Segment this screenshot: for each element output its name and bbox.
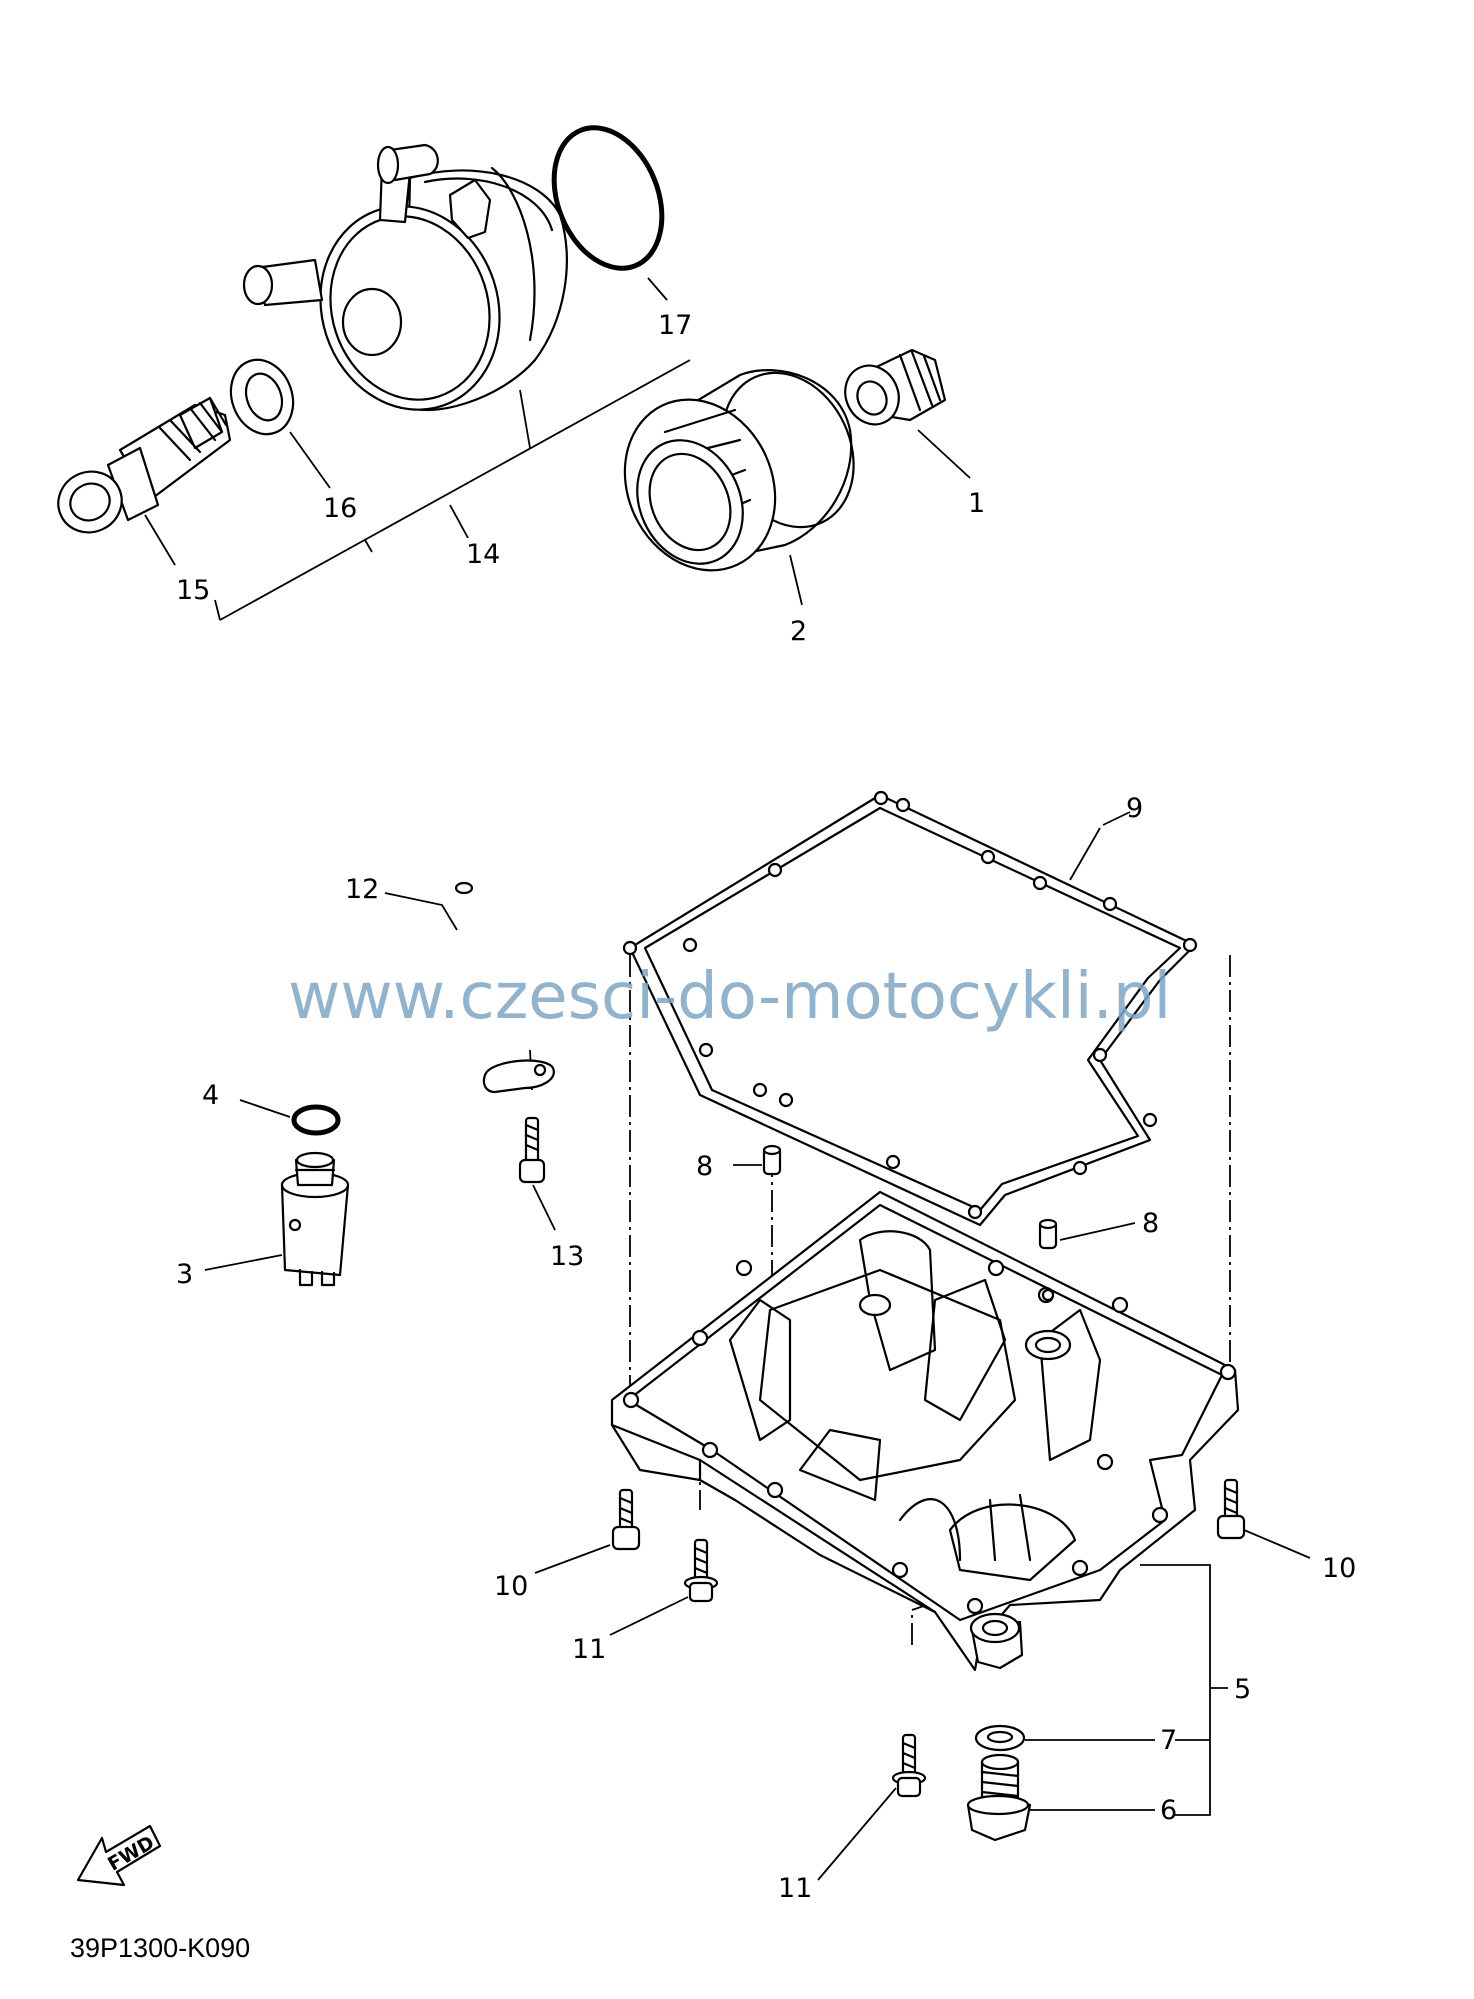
callout-15: 15 bbox=[176, 575, 210, 606]
flange-bolt-11b bbox=[891, 1733, 927, 1798]
callout-12: 12 bbox=[345, 874, 379, 905]
oil-pan-5 bbox=[610, 1190, 1240, 1672]
washer-16 bbox=[229, 358, 295, 436]
washer-7 bbox=[974, 1724, 1026, 1752]
bolt-13 bbox=[518, 1116, 546, 1184]
callout-17: 17 bbox=[658, 310, 692, 341]
fitting-1 bbox=[844, 348, 947, 426]
bottom-leaders bbox=[204, 811, 1311, 1881]
fwd-arrow-icon: FWD bbox=[76, 1824, 162, 1887]
callout-8a: 8 bbox=[696, 1151, 713, 1182]
callout-9: 9 bbox=[1126, 793, 1143, 824]
callout-11b: 11 bbox=[778, 1873, 812, 1904]
callout-7: 7 bbox=[1160, 1725, 1177, 1756]
gasket-holes bbox=[622, 790, 1198, 1220]
top-leaders bbox=[144, 277, 971, 621]
dowel-pin-8b bbox=[1038, 1218, 1058, 1250]
callout-6: 6 bbox=[1160, 1795, 1177, 1826]
fitting-3 bbox=[280, 1151, 350, 1287]
dowel-pin-8a bbox=[762, 1144, 782, 1176]
union-bolt-15 bbox=[57, 396, 232, 534]
oil-cooler-14 bbox=[242, 143, 568, 412]
watermark: www.czesci-do-motocykli.pl bbox=[288, 960, 1171, 1034]
diagram-code: 39P1300-K090 bbox=[70, 1933, 250, 1963]
callout-1: 1 bbox=[968, 488, 985, 519]
oil-filter-2 bbox=[623, 369, 855, 572]
bolt-10b bbox=[1216, 1478, 1246, 1540]
callout-13: 13 bbox=[550, 1241, 584, 1272]
callout-5: 5 bbox=[1234, 1674, 1251, 1705]
bolt-10a bbox=[611, 1488, 641, 1551]
callout-16: 16 bbox=[323, 493, 357, 524]
callout-14: 14 bbox=[466, 539, 500, 570]
drain-plug-6 bbox=[966, 1753, 1032, 1842]
gasket-9 bbox=[622, 790, 1198, 1227]
flange-bolt-11a bbox=[683, 1538, 719, 1603]
o-ring-4 bbox=[291, 1104, 341, 1136]
callout-3: 3 bbox=[176, 1259, 193, 1290]
callout-2: 2 bbox=[790, 616, 807, 647]
pan-bolt-bosses bbox=[622, 1259, 1237, 1615]
callout-10b: 10 bbox=[1322, 1553, 1356, 1584]
pipe-12 bbox=[452, 881, 555, 1198]
callout-8b: 8 bbox=[1142, 1208, 1159, 1239]
callout-10a: 10 bbox=[494, 1571, 528, 1602]
callout-4: 4 bbox=[202, 1080, 219, 1111]
callout-11a: 11 bbox=[572, 1634, 606, 1665]
